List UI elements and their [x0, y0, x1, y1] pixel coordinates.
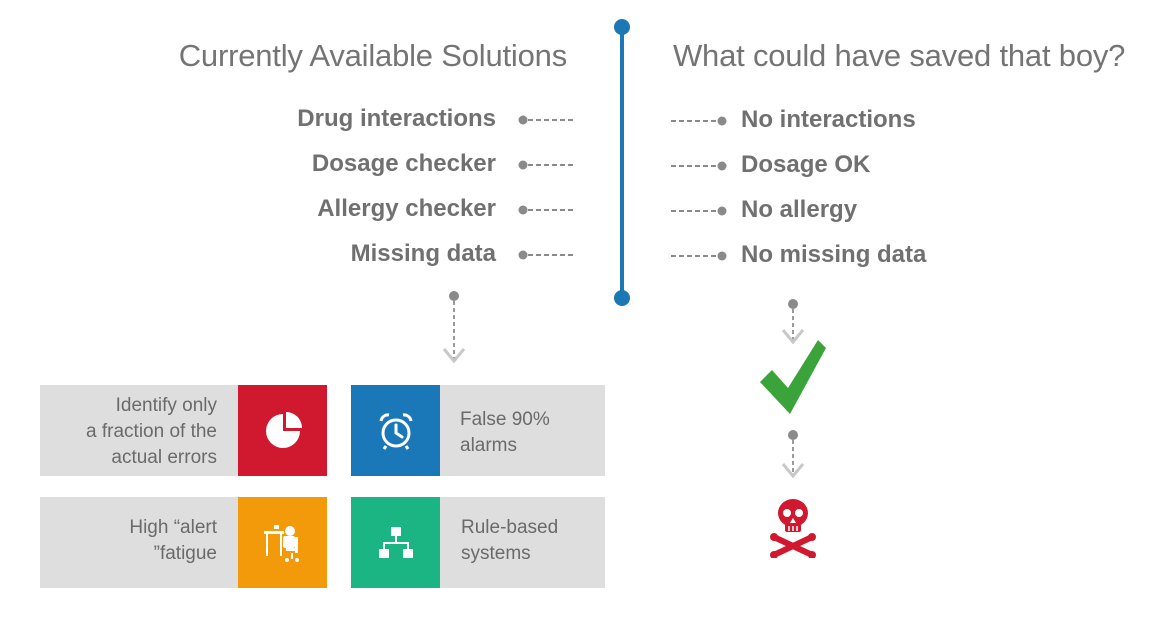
tile-false-alarms: False 90% alarms — [351, 385, 605, 476]
left-connector — [518, 160, 574, 170]
tile-alert-fatigue: High “alert ”fatigue — [40, 497, 327, 588]
right-connector — [671, 251, 727, 261]
right-item-no-missing-data: No missing data — [741, 241, 927, 268]
right-connector — [671, 161, 727, 171]
tile-text: Identify only a fraction of the actual e… — [86, 395, 217, 468]
right-item-no-allergy: No allergy — [741, 196, 858, 223]
tired-worker-icon — [238, 497, 327, 588]
left-connector — [518, 205, 574, 215]
timeline-divider — [614, 19, 630, 306]
skull-crossbones-icon — [770, 499, 816, 558]
left-item-allergy-checker: Allergy checker — [317, 195, 496, 222]
tile-rule-based: Rule-based systems — [351, 497, 605, 588]
tiles-row: High “alert ”fatigue — [40, 497, 605, 588]
tile-text: Rule-based systems — [461, 517, 559, 564]
right-item-dosage-ok: Dosage OK — [741, 151, 871, 178]
right-connector — [671, 206, 727, 216]
down-arrow-icon — [781, 430, 805, 479]
left-column-title: Currently Available Solutions — [178, 38, 567, 73]
down-arrow-icon — [442, 291, 466, 364]
tile-partial-errors: Identify only a fraction of the actual e… — [40, 385, 327, 476]
down-arrow-icon — [781, 299, 805, 345]
left-item-drug-interactions: Drug interactions — [297, 105, 496, 132]
tiles-row: Identify only a fraction of the actual e… — [40, 385, 605, 476]
left-connector — [518, 115, 574, 125]
left-connector — [518, 250, 574, 260]
checkmark-icon — [760, 340, 826, 414]
hierarchy-icon — [351, 497, 440, 588]
tile-text: High “alert ”fatigue — [129, 517, 217, 564]
right-connector — [671, 116, 727, 126]
left-item-missing-data: Missing data — [350, 240, 496, 267]
right-column-title: What could have saved that boy? — [673, 38, 1126, 73]
tile-text: False 90% alarms — [460, 409, 550, 456]
right-item-no-interactions: No interactions — [741, 106, 916, 133]
left-item-dosage-checker: Dosage checker — [311, 150, 496, 177]
alarm-clock-icon — [351, 385, 440, 476]
pie-chart-icon — [238, 385, 327, 476]
